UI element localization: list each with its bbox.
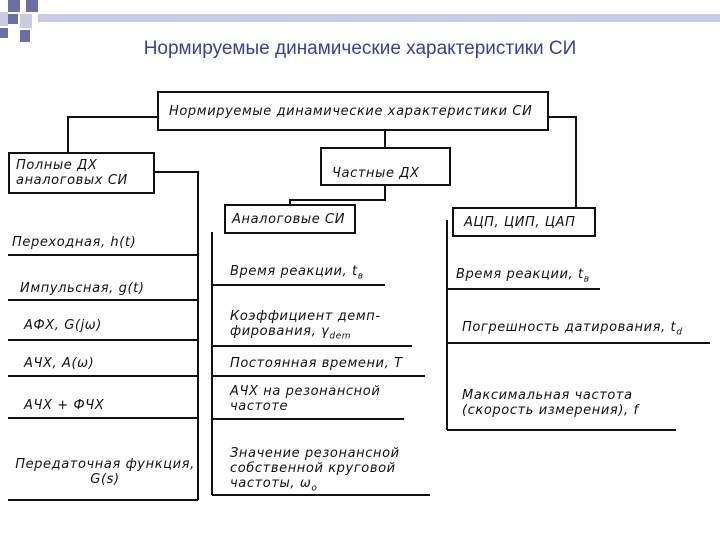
decor-square [0, 12, 8, 26]
root-label: Нормируемые динамические характеристики … [169, 104, 533, 119]
analog-box: Аналоговые СИ [224, 204, 356, 234]
analog-natural-freq-sub: о [311, 483, 318, 494]
full-item-transfer-label: Передаточная функция, G(s) [15, 457, 195, 487]
digital-dating-error-label: Погрешность датирования, t [462, 320, 677, 335]
analog-damping-line2: фирования, γ [230, 324, 330, 339]
root-box: Нормируемые динамические характеристики … [157, 91, 549, 131]
analog-label: Аналоговые СИ [232, 212, 346, 227]
digital-reaction-time: Время реакции, tв [456, 267, 590, 288]
analog-reaction-time: Время реакции, tв [230, 264, 364, 285]
analog-reaction-time-sub: в [357, 271, 364, 282]
decor-square [8, 14, 18, 24]
decor-square [20, 14, 32, 28]
full-item-transfer: Передаточная функция, G(s) [12, 457, 198, 487]
digital-label: АЦП, ЦИП, ЦАП [464, 215, 576, 230]
full-item-impulse: Импульсная, g(t) [20, 281, 145, 296]
analog-natural-freq: Значение резонансной собственной кругово… [230, 446, 430, 497]
partial-dx-box: Частные ДХ [320, 147, 451, 186]
full-dx-label: Полные ДХ аналоговых СИ [16, 158, 128, 188]
full-item-afc: АФХ, G(jω) [24, 318, 102, 333]
digital-max-freq: Максимальная частота (скорость измерения… [462, 388, 639, 418]
analog-reaction-time-label: Время реакции, t [230, 264, 358, 279]
analog-natural-freq-label: Значение резонансной собственной кругово… [230, 446, 400, 491]
decor-bar [38, 14, 720, 22]
analog-resonance-afc: АЧХ на резонансной частоте [230, 384, 381, 414]
full-item-transient: Переходная, h(t) [12, 235, 137, 250]
full-dx-box: Полные ДХ аналоговых СИ [8, 152, 155, 194]
decor-square [26, 0, 38, 12]
analog-damping-sub: dem [329, 331, 352, 342]
partial-dx-label: Частные ДХ [332, 166, 420, 181]
analog-damping-line1: Коэффициент демп- [230, 309, 381, 324]
digital-reaction-time-sub: в [583, 274, 590, 285]
slide-title: Нормируемые динамические характеристики … [143, 38, 577, 59]
decor-square [0, 28, 8, 38]
full-item-ach: АЧХ, A(ω) [24, 356, 95, 371]
decor-square [8, 0, 20, 12]
analog-time-constant: Постоянная времени, T [230, 356, 403, 371]
decor-square [20, 30, 30, 42]
digital-dating-error-sub: d [676, 327, 683, 338]
digital-dating-error: Погрешность датирования, td [462, 320, 683, 341]
full-item-ach-fch: АЧХ + ФЧХ [24, 398, 105, 413]
digital-reaction-time-label: Время реакции, t [456, 267, 584, 282]
analog-damping: Коэффициент демп- фирования, γdem [230, 309, 381, 345]
digital-box: АЦП, ЦИП, ЦАП [452, 207, 596, 237]
